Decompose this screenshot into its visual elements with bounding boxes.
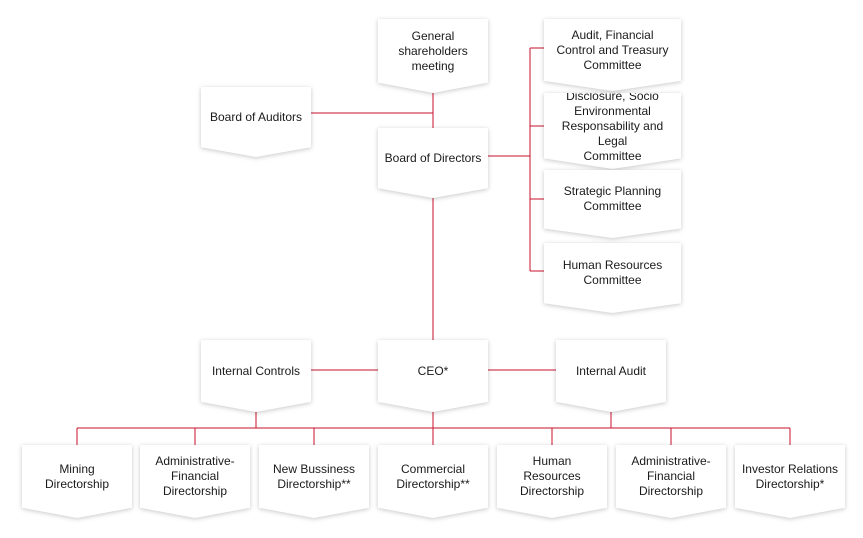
- node-commercial-directorship: Commercial Directorship**: [378, 445, 488, 518]
- node-strategic-planning-committee: Strategic Planning Committee: [544, 170, 681, 238]
- node-mining-directorship: Mining Directorship: [22, 445, 132, 518]
- node-wrap-hr-committee: Human Resources Committee: [544, 243, 681, 313]
- node-audit-committee: Audit, Financial Control and Treasury Co…: [544, 19, 681, 91]
- node-ceo-label: CEO*: [417, 363, 449, 378]
- node-disclosure-committee-label: Disclosure, Socio Environmental Responsa…: [561, 88, 664, 163]
- node-internal-audit-label: Internal Audit: [575, 363, 647, 378]
- node-new-business-directorship-label: New Bussiness Directorship**: [272, 461, 356, 491]
- node-wrap-new-business: New Bussiness Directorship**: [259, 445, 369, 518]
- node-wrap-shareholders: General shareholders meeting: [378, 19, 488, 93]
- node-human-resources-committee-label: Human Resources Committee: [562, 258, 663, 287]
- node-wrap-internal-audit: Internal Audit: [556, 340, 666, 412]
- node-administrative-financial-directorship-2-label: Administrative- Financial Directorship: [631, 454, 711, 498]
- node-internal-controls: Internal Controls: [201, 340, 311, 412]
- node-wrap-internal-controls: Internal Controls: [201, 340, 311, 412]
- node-administrative-financial-directorship-1: Administrative- Financial Directorship: [140, 445, 250, 518]
- node-wrap-admin-fin-2: Administrative- Financial Directorship: [616, 445, 726, 518]
- node-wrap-disclosure-committee: Disclosure, Socio Environmental Responsa…: [544, 93, 681, 169]
- node-administrative-financial-directorship-1-label: Administrative- Financial Directorship: [155, 454, 235, 498]
- node-disclosure-committee: Disclosure, Socio Environmental Responsa…: [544, 93, 681, 169]
- node-audit-committee-label: Audit, Financial Control and Treasury Co…: [556, 27, 669, 72]
- node-investor-relations-directorship: Investor Relations Directorship*: [735, 445, 845, 518]
- node-administrative-financial-directorship-2: Administrative- Financial Directorship: [616, 445, 726, 518]
- node-board-of-directors: Board of Directors: [378, 128, 488, 198]
- node-mining-directorship-label: Mining Directorship: [44, 461, 110, 491]
- node-wrap-ceo: CEO*: [378, 340, 488, 412]
- node-internal-controls-label: Internal Controls: [211, 363, 301, 378]
- node-shareholders: General shareholders meeting: [378, 19, 488, 93]
- node-wrap-investor-relations: Investor Relations Directorship*: [735, 445, 845, 518]
- node-wrap-audit-committee: Audit, Financial Control and Treasury Co…: [544, 19, 681, 91]
- node-human-resources-directorship: Human Resources Directorship: [497, 445, 607, 518]
- node-human-resources-committee: Human Resources Committee: [544, 243, 681, 313]
- node-strategic-planning-committee-label: Strategic Planning Committee: [563, 184, 662, 213]
- node-human-resources-directorship-label: Human Resources Directorship: [519, 454, 585, 498]
- node-commercial-directorship-label: Commercial Directorship**: [396, 461, 470, 491]
- node-ceo: CEO*: [378, 340, 488, 412]
- node-wrap-mining: Mining Directorship: [22, 445, 132, 518]
- node-board-of-auditors: Board of Auditors: [201, 87, 311, 157]
- node-wrap-directors: Board of Directors: [378, 128, 488, 198]
- node-wrap-admin-fin-1: Administrative- Financial Directorship: [140, 445, 250, 518]
- node-new-business-directorship: New Bussiness Directorship**: [259, 445, 369, 518]
- node-wrap-commercial: Commercial Directorship**: [378, 445, 488, 518]
- node-board-of-directors-label: Board of Directors: [384, 150, 482, 165]
- node-wrap-auditors: Board of Auditors: [201, 87, 311, 157]
- node-investor-relations-directorship-label: Investor Relations Directorship*: [741, 461, 839, 491]
- node-internal-audit: Internal Audit: [556, 340, 666, 412]
- node-shareholders-label: General shareholders meeting: [398, 28, 468, 73]
- node-board-of-auditors-label: Board of Auditors: [209, 109, 303, 124]
- node-wrap-strategic-committee: Strategic Planning Committee: [544, 170, 681, 238]
- node-wrap-human-resources: Human Resources Directorship: [497, 445, 607, 518]
